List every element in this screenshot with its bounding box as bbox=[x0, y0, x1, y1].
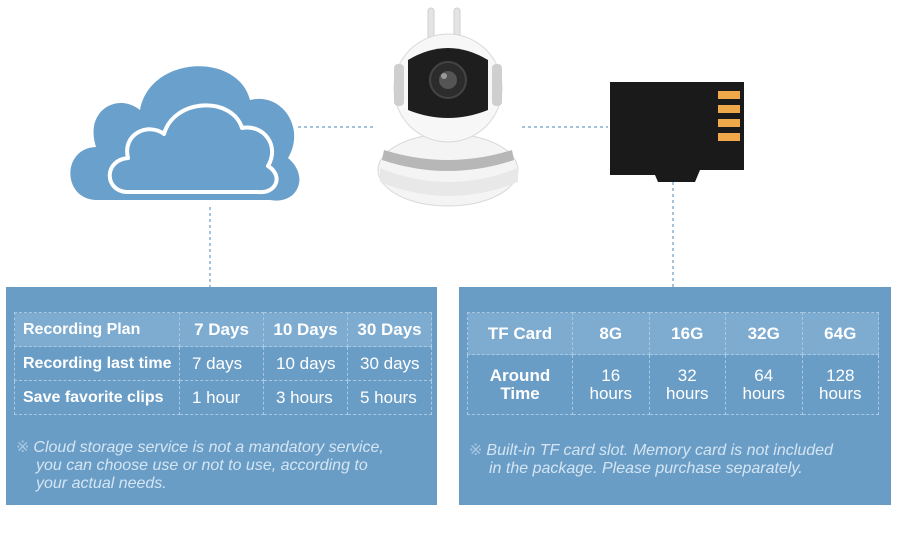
header-cell: 64G bbox=[801, 312, 879, 355]
row-label: Around Time bbox=[467, 354, 573, 415]
cloud-icon bbox=[70, 66, 300, 201]
note-line: Built-in TF card slot. Memory card is no… bbox=[486, 442, 833, 459]
header-cell: 8G bbox=[572, 312, 650, 355]
table-row: Recording last time 7 days 10 days 30 da… bbox=[14, 346, 432, 381]
cell-unit: hours bbox=[742, 383, 786, 403]
tf-card-table: TF Card 8G 16G 32G 64G Around Time 16 ho… bbox=[467, 312, 879, 415]
cloud-note: ※Cloud storage service is not a mandator… bbox=[16, 439, 432, 493]
note-line: in the package. Please purchase separate… bbox=[489, 460, 803, 477]
header-cell: 10 Days bbox=[263, 312, 348, 347]
cloud-plan-panel: Recording Plan 7 Days 10 Days 30 Days Re… bbox=[6, 287, 437, 505]
camera-icon bbox=[377, 7, 519, 207]
table-cell: 30 days bbox=[347, 346, 432, 381]
row-label-line: Time bbox=[500, 383, 540, 403]
cell-unit: hours bbox=[665, 383, 709, 403]
cell-unit: hours bbox=[818, 383, 862, 403]
table-cell: 7 days bbox=[179, 346, 264, 381]
table-header-row: TF Card 8G 16G 32G 64G bbox=[467, 312, 879, 355]
header-cell: 30 Days bbox=[347, 312, 432, 347]
note-line: you can choose use or not to use, accord… bbox=[36, 457, 368, 474]
table-cell: 3 hours bbox=[263, 380, 348, 415]
cell-number: 32 bbox=[677, 365, 697, 385]
table-cell: 32 hours bbox=[648, 354, 726, 415]
cell-unit: hours bbox=[589, 383, 633, 403]
table-row: Around Time 16 hours 32 hours 64 hours 1… bbox=[467, 354, 879, 415]
table-cell: 1 hour bbox=[179, 380, 264, 415]
table-cell: 16 hours bbox=[572, 354, 650, 415]
table-cell: 128 hours bbox=[801, 354, 879, 415]
table-cell: 64 hours bbox=[725, 354, 803, 415]
table-header-row: Recording Plan 7 Days 10 Days 30 Days bbox=[14, 312, 432, 347]
header-cell: 7 Days bbox=[179, 312, 264, 347]
connector-lines bbox=[209, 126, 674, 287]
cloud-plan-table: Recording Plan 7 Days 10 Days 30 Days Re… bbox=[14, 312, 432, 415]
note-line: your actual needs. bbox=[36, 475, 167, 492]
table-cell: 10 days bbox=[263, 346, 348, 381]
sd-card-icon bbox=[610, 82, 744, 182]
cell-number: 16 bbox=[601, 365, 621, 385]
table-cell: 5 hours bbox=[347, 380, 432, 415]
row-label-line: Around bbox=[489, 365, 551, 385]
note-mark: ※ bbox=[469, 442, 483, 459]
header-cell: TF Card bbox=[467, 312, 573, 355]
note-mark: ※ bbox=[16, 439, 30, 456]
cell-number: 128 bbox=[826, 365, 855, 385]
row-label: Recording last time bbox=[14, 346, 180, 381]
header-cell: 32G bbox=[725, 312, 803, 355]
table-row: Save favorite clips 1 hour 3 hours 5 hou… bbox=[14, 380, 432, 415]
note-line: Cloud storage service is not a mandatory… bbox=[33, 439, 384, 456]
row-label: Save favorite clips bbox=[14, 380, 180, 415]
header-cell: Recording Plan bbox=[14, 312, 180, 347]
tf-card-panel: TF Card 8G 16G 32G 64G Around Time 16 ho… bbox=[459, 287, 891, 505]
cell-number: 64 bbox=[754, 365, 774, 385]
tf-card-note: ※Built-in TF card slot. Memory card is n… bbox=[469, 442, 885, 478]
header-cell: 16G bbox=[648, 312, 726, 355]
